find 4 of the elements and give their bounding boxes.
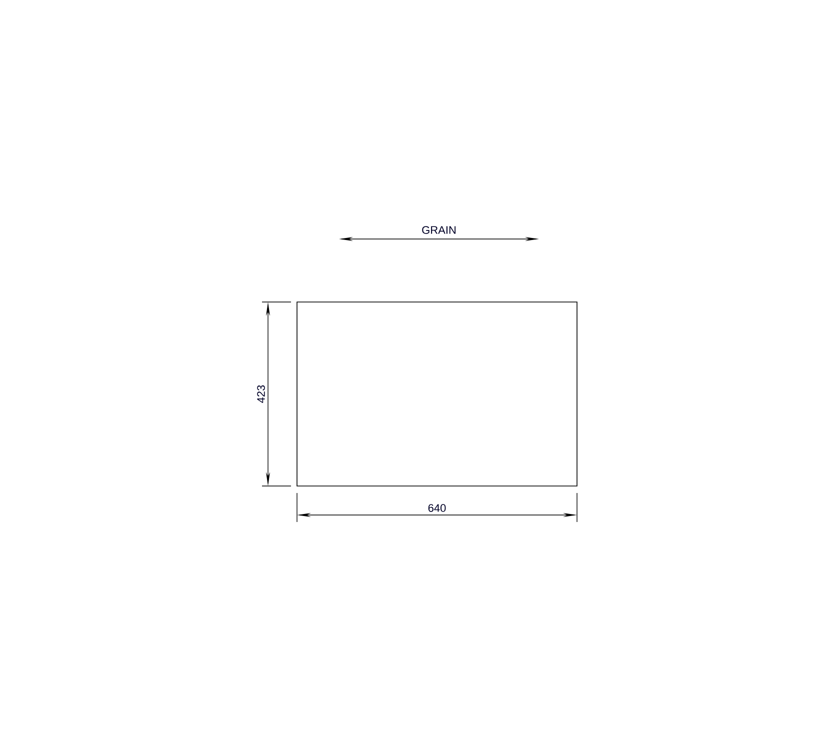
panel-rectangle: [296, 302, 578, 486]
dimension-label: 423: [257, 385, 265, 403]
dimension-label: 640: [428, 504, 446, 512]
direction-label: GRAIN: [422, 226, 456, 234]
